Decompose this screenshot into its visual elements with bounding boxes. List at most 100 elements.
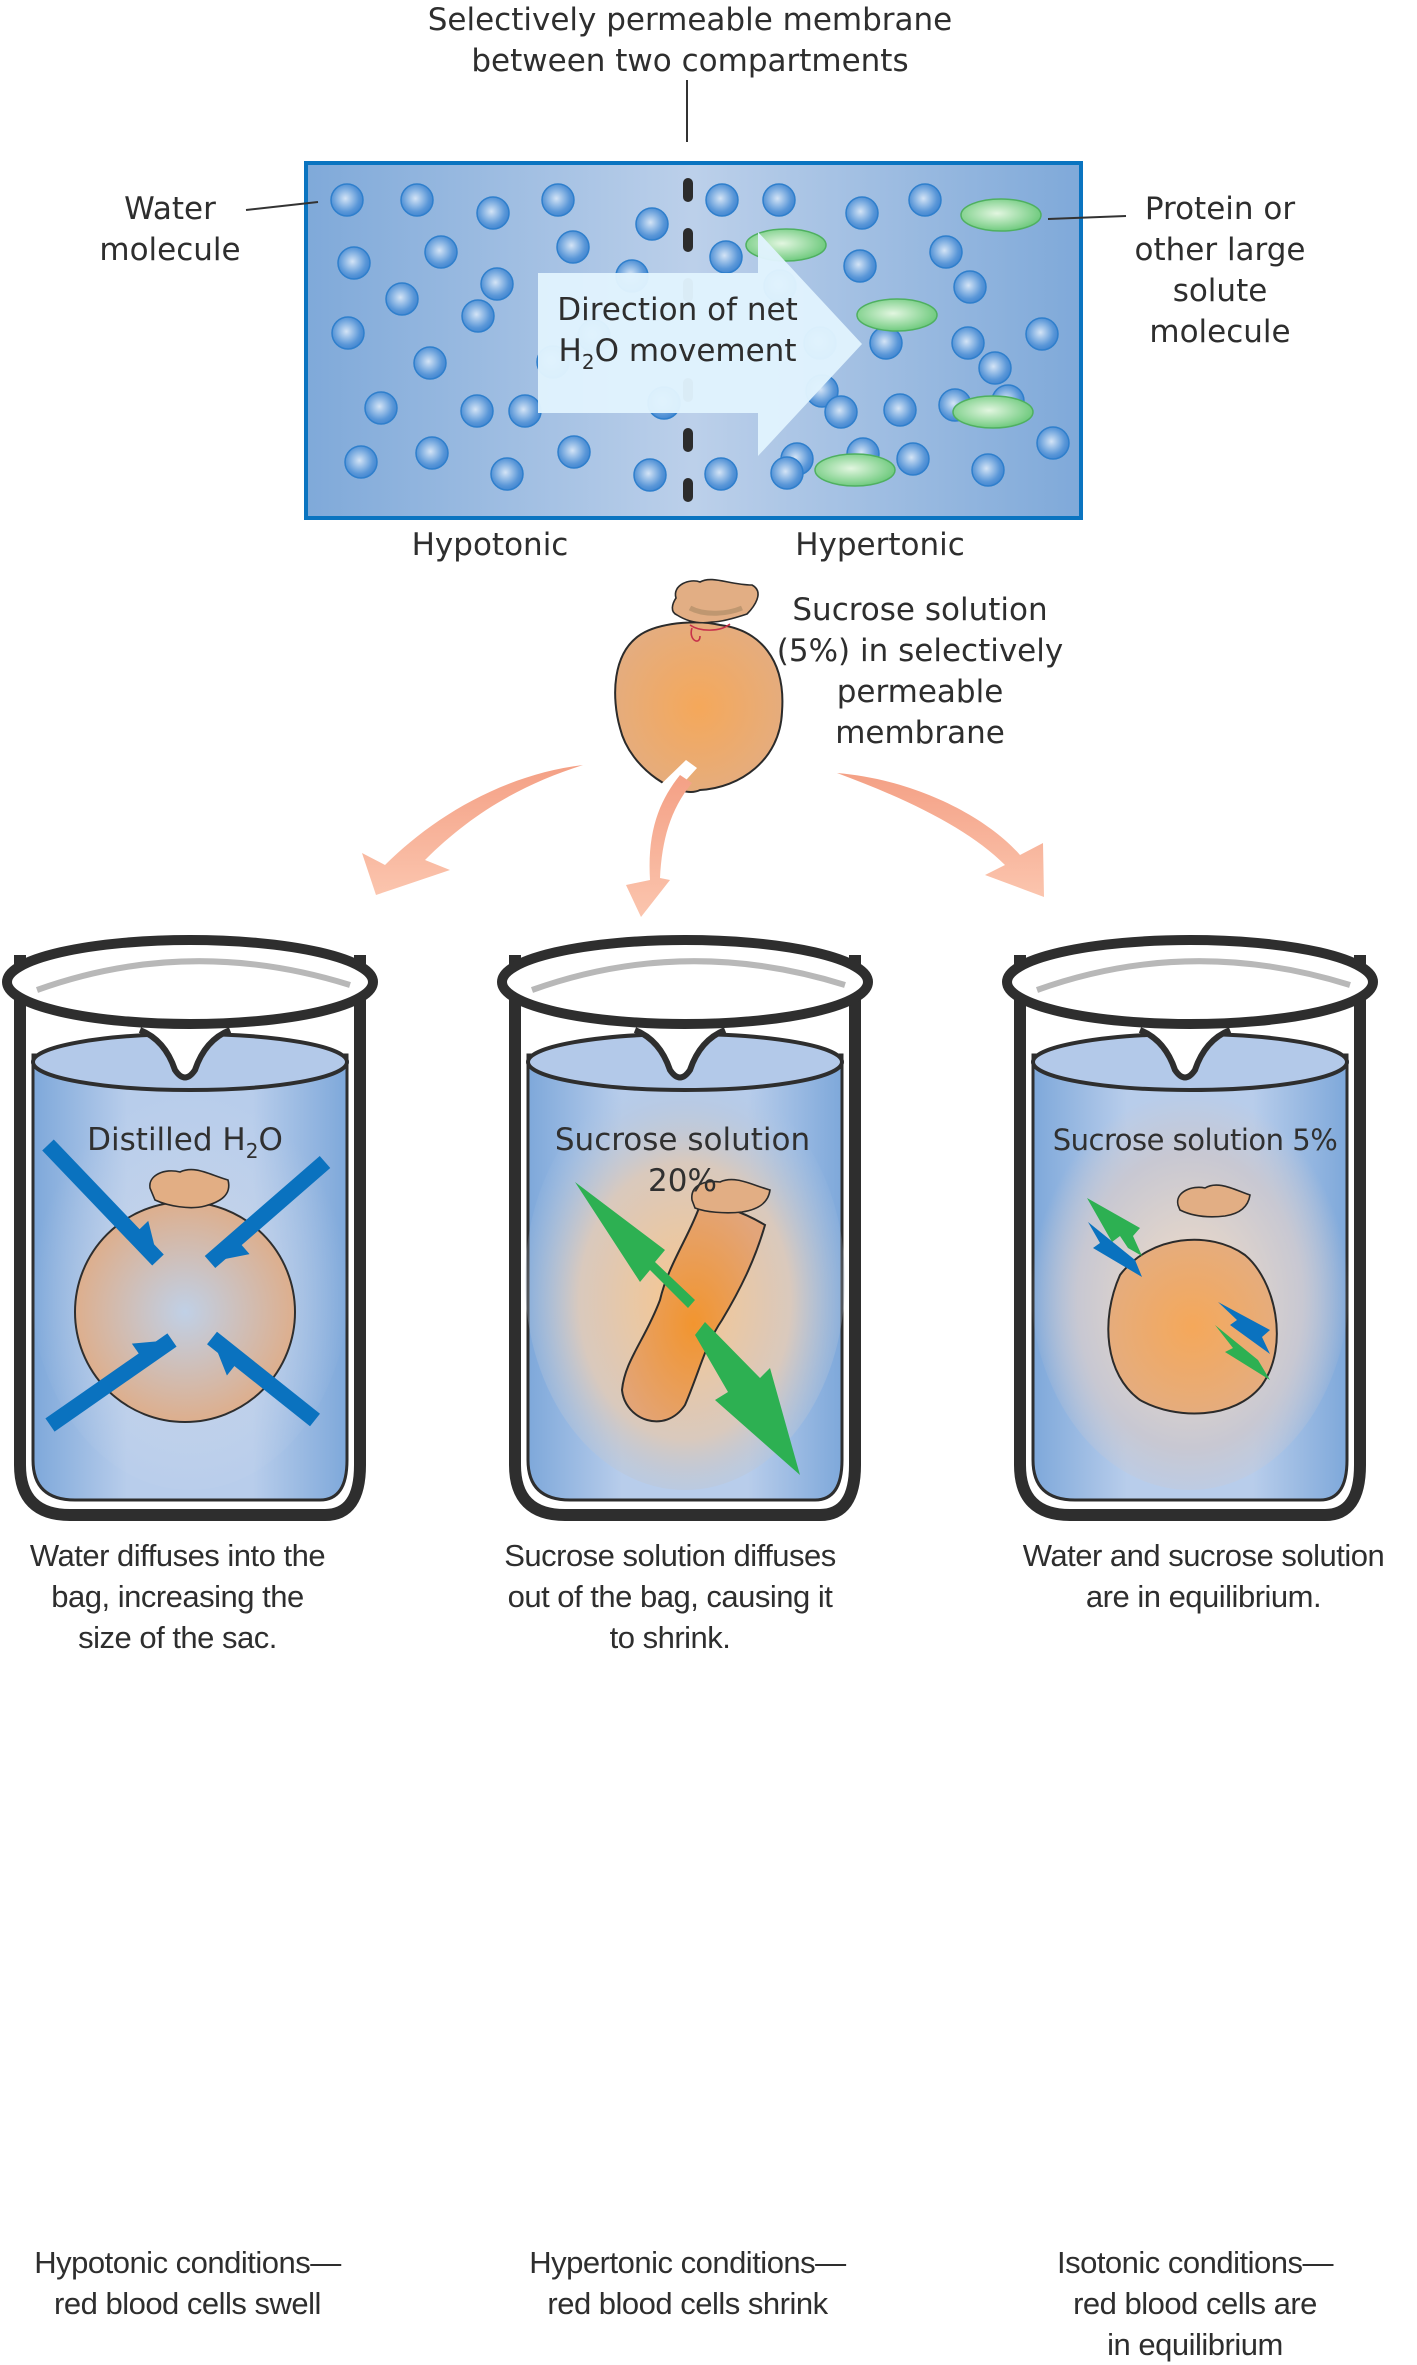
water-molecule [978, 351, 1012, 385]
water-molecule-label: Water molecule [60, 189, 280, 271]
water-molecule [705, 183, 739, 217]
water-exchange-arrow [1088, 1222, 1142, 1277]
sac-label: Sucrose solution (5%) in selectively per… [770, 590, 1070, 754]
solute-leader-line [1047, 215, 1127, 220]
water-molecule [461, 299, 495, 333]
beaker-spout [633, 1027, 727, 1081]
solute-label-line4: molecule [1149, 314, 1291, 350]
solute-label-line2: other large [1134, 232, 1306, 268]
beaker-1-caption-line2: bag, increasing the [51, 1579, 304, 1614]
beakers [2, 935, 1378, 1521]
hypotonic-condition-line1: Hypotonic conditions— [34, 2245, 341, 2280]
arrow-label: Direction of net H2O movement [540, 290, 815, 372]
solute-molecule [814, 453, 896, 487]
water-molecule [635, 207, 669, 241]
water-molecule [770, 456, 804, 490]
beaker-3-solution-label: Sucrose solution 5% [1052, 1123, 1338, 1157]
sac-knot [149, 1168, 230, 1209]
water-molecule [541, 183, 575, 217]
water-molecule [869, 326, 903, 360]
beaker-3-caption-line1: Water and sucrose solution [1022, 1538, 1385, 1573]
beaker-3-caption-line2: are in equilibrium. [1085, 1579, 1322, 1614]
sucrose-sac [614, 578, 784, 800]
water-inflow-arrow [207, 1331, 320, 1427]
hypertonic-condition-line2: red blood cells shrink [547, 2286, 828, 2321]
isotonic-condition-line1: Isotonic conditions— [1056, 2245, 1334, 2280]
sucrose-exchange-arrow [1087, 1198, 1142, 1256]
solute-molecule [952, 395, 1034, 429]
membrane-title-line1: Selectively permeable membrane [427, 2, 953, 38]
beaker-2-caption: Sucrose solution diffuses out of the bag… [470, 1535, 870, 1658]
water-inflow-arrowhead [210, 1239, 250, 1262]
water-molecule [508, 394, 542, 428]
hypertonic-condition-label: Hypertonic conditions— red blood cells s… [490, 2242, 885, 2324]
water-molecule [843, 249, 877, 283]
beaker-2 [497, 935, 873, 1521]
water-molecule [557, 435, 591, 469]
beaker-1-caption-line3: size of the sac. [78, 1620, 277, 1655]
beaker-1 [2, 935, 378, 1521]
beaker-3-caption: Water and sucrose solution are in equili… [990, 1535, 1417, 1617]
curved-arrow-right [837, 773, 1044, 897]
beaker-2-solution-line1: Sucrose solution [554, 1122, 811, 1158]
net-water-movement-arrow [538, 232, 862, 456]
equilibrium-sac [1107, 1238, 1278, 1415]
hypotonic-compartment-label: Hypotonic [411, 527, 569, 563]
beaker-2-caption-line3: to shrink. [609, 1620, 731, 1655]
isotonic-condition-label: Isotonic conditions— red blood cells are… [1010, 2242, 1380, 2365]
beaker-rim [1002, 935, 1378, 1029]
beaker-1-caption-line1: Water diffuses into the [29, 1538, 326, 1573]
water-molecule [364, 391, 398, 425]
water-leader-line [245, 201, 319, 211]
water-molecule [490, 457, 524, 491]
water-molecule [415, 436, 449, 470]
beaker-2-solution-label: Sucrose solution 20% [535, 1120, 830, 1202]
arrow-label-line1: Direction of net [557, 292, 798, 328]
beaker-3 [1002, 935, 1378, 1521]
sucrose-outflow-arrow-lower [695, 1322, 800, 1475]
solute-molecule-label: Protein or other large solute molecule [1110, 189, 1330, 353]
curved-arrow-left [362, 765, 583, 895]
beaker-1-solution-h: Distilled H [87, 1122, 246, 1158]
sac-label-line3: permeable [836, 674, 1004, 710]
beaker-2-caption-line1: Sucrose solution diffuses [504, 1538, 836, 1573]
water-molecule [908, 183, 942, 217]
arrow-label-line2: H2O movement [540, 331, 815, 372]
water-molecule [1036, 426, 1070, 460]
water-molecule [460, 394, 494, 428]
beaker-2-caption-line2: out of the bag, causing it [507, 1579, 833, 1614]
water-molecule [896, 442, 930, 476]
water-molecule [633, 458, 667, 492]
water-molecule [883, 393, 917, 427]
beaker-1-caption: Water diffuses into the bag, increasing … [0, 1535, 360, 1658]
beaker-rim [2, 935, 378, 1029]
sac-knot [1176, 1184, 1251, 1218]
water-molecule [344, 445, 378, 479]
water-molecule [331, 316, 365, 350]
solute-molecules [745, 198, 1042, 487]
water-exchange-arrow [1218, 1302, 1270, 1354]
water-label-line2: molecule [99, 232, 241, 268]
solute-label-line3: solute [1172, 273, 1268, 309]
beaker-spout [1138, 1027, 1232, 1081]
water-molecule [476, 196, 510, 230]
water-molecule [845, 196, 879, 230]
water-molecule [953, 270, 987, 304]
water-inflow-arrowhead [133, 1220, 158, 1260]
shrunken-sac [620, 1203, 767, 1423]
beaker-2-solution-line2: 20% [648, 1163, 717, 1199]
water-inflow-arrow [42, 1139, 164, 1266]
water-molecule [337, 246, 371, 280]
beaker-1-solution-sub: 2 [245, 1139, 259, 1163]
water-molecule [424, 235, 458, 269]
water-molecule [951, 326, 985, 360]
water-molecule [762, 183, 796, 217]
solute-molecule [856, 298, 938, 332]
solute-molecule [960, 198, 1042, 232]
water-molecule [1025, 317, 1059, 351]
beaker-1-solution-rest: O [258, 1122, 283, 1158]
water-molecule [556, 230, 590, 264]
arrow-label-rest: O movement [594, 333, 797, 369]
arrow-label-h: H [558, 333, 582, 369]
